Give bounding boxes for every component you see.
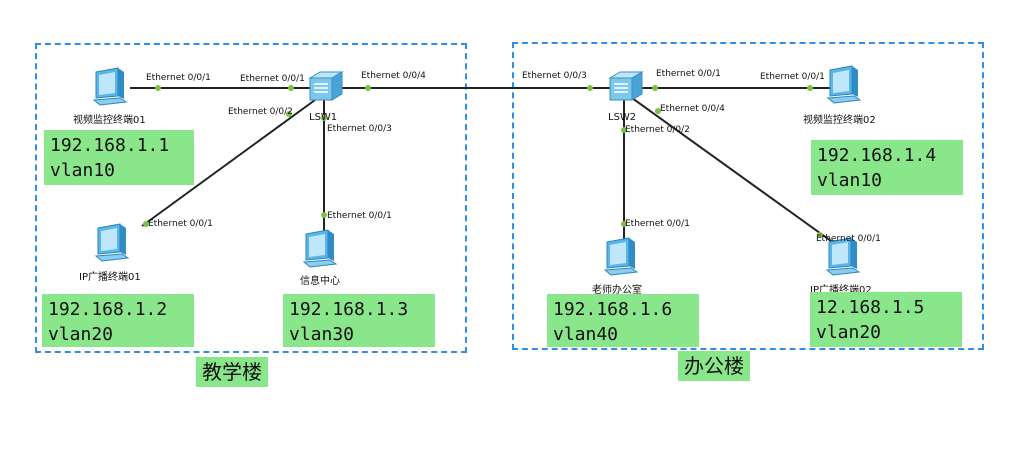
port-label: Ethernet 0/0/1 [327, 211, 392, 221]
zone-label-teaching: 教学楼 [196, 357, 268, 387]
ip-address: 192.168.1.6 [553, 299, 673, 320]
host-label-h5: 老师办公室 [592, 285, 642, 296]
host-label-h1: 视频监控终端01 [73, 115, 146, 126]
host-label-h6: IP广播终端02 [810, 285, 872, 296]
port-label: Ethernet 0/0/3 [327, 124, 392, 134]
port-dot [817, 232, 823, 238]
port-label: Ethernet 0/0/2 [228, 107, 293, 117]
link-lsw1-h2 [141, 99, 316, 227]
port-dot [155, 85, 161, 91]
pc-icon[interactable] [302, 228, 338, 270]
host-info-h3: 192.168.1.3 vlan30 [283, 294, 435, 347]
port-dot [365, 85, 371, 91]
port-label: Ethernet 0/0/1 [240, 74, 305, 84]
pc-icon[interactable] [603, 236, 639, 278]
port-dot [621, 221, 627, 227]
port-label: Ethernet 0/0/3 [522, 71, 587, 81]
pc-icon[interactable] [94, 222, 130, 264]
switch-label-lsw1: LSW1 [309, 112, 338, 123]
ip-address: 192.168.1.1 [50, 135, 170, 156]
host-label-h3: 信息中心 [300, 276, 340, 287]
host-info-h6: 12.168.1.5 vlan20 [810, 292, 962, 347]
vlan-id: vlan20 [48, 324, 114, 345]
port-dot [143, 221, 149, 227]
pc-icon[interactable] [825, 236, 861, 278]
port-dot [321, 115, 327, 121]
port-label: Ethernet 0/0/4 [660, 104, 725, 114]
vlan-id: vlan10 [817, 170, 883, 191]
port-label: Ethernet 0/0/1 [816, 234, 881, 244]
port-dot [587, 85, 593, 91]
switch-label-lsw2: LSW2 [608, 112, 637, 123]
host-info-h4: 192.168.1.4 vlan10 [811, 140, 963, 195]
zone-teaching-building [35, 43, 467, 353]
port-dot [652, 85, 658, 91]
port-dot [286, 111, 292, 117]
switch-icon[interactable] [606, 70, 644, 104]
ip-address: 12.168.1.5 [816, 297, 925, 318]
port-label: Ethernet 0/0/1 [148, 219, 213, 229]
ip-address: 192.168.1.4 [817, 145, 937, 166]
port-dot [288, 85, 294, 91]
ip-address: 192.168.1.2 [48, 299, 168, 320]
vlan-id: vlan20 [816, 322, 882, 343]
port-dot [655, 108, 661, 114]
zone-office-building [512, 42, 984, 350]
vlan-id: vlan30 [289, 324, 355, 345]
port-label: Ethernet 0/0/4 [361, 71, 426, 81]
pc-icon[interactable] [92, 66, 128, 108]
host-info-h2: 192.168.1.2 vlan20 [42, 294, 194, 347]
switch-icon[interactable] [306, 70, 344, 104]
vlan-id: vlan40 [553, 324, 619, 345]
port-label: Ethernet 0/0/2 [625, 125, 690, 135]
port-label: Ethernet 0/0/1 [760, 72, 825, 82]
port-label: Ethernet 0/0/1 [625, 219, 690, 229]
port-label: Ethernet 0/0/1 [146, 73, 211, 83]
vlan-id: vlan10 [50, 160, 116, 181]
port-dot [807, 85, 813, 91]
port-label: Ethernet 0/0/1 [656, 69, 721, 79]
host-info-h5: 192.168.1.6 vlan40 [547, 294, 699, 347]
host-info-h1: 192.168.1.1 vlan10 [44, 130, 194, 185]
port-dot [321, 212, 327, 218]
link-lsw2-h6 [631, 97, 839, 247]
host-label-h2: IP广播终端01 [79, 272, 141, 283]
ip-address: 192.168.1.3 [289, 299, 409, 320]
port-dot [621, 127, 627, 133]
zone-label-office: 办公楼 [678, 351, 750, 381]
host-label-h4: 视频监控终端02 [803, 115, 876, 126]
pc-icon[interactable] [826, 64, 862, 106]
